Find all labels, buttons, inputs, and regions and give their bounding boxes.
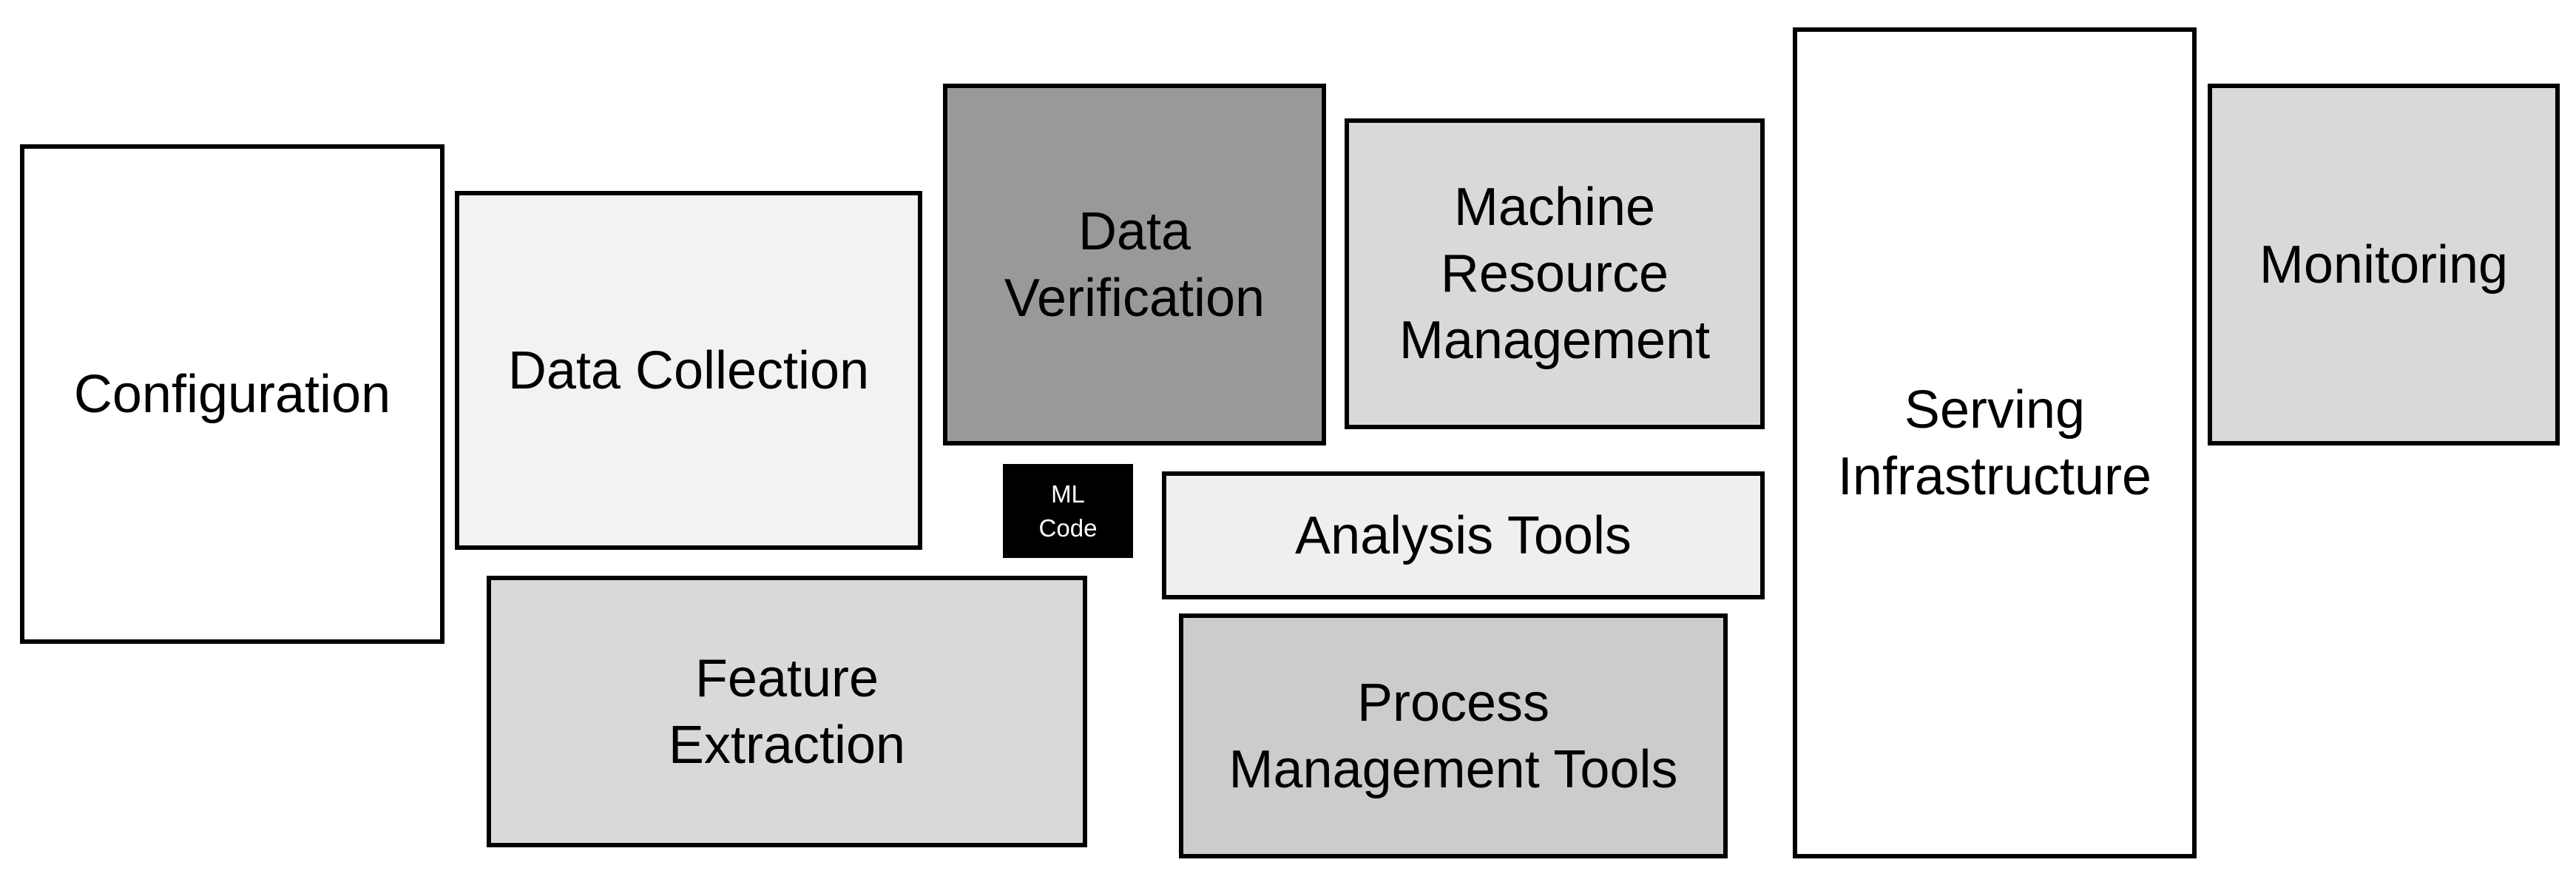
data-collection-label: Data Collection	[507, 340, 870, 400]
data-collection-box: Data Collection	[455, 191, 922, 550]
feature-extraction-label: Feature Extraction	[668, 648, 906, 775]
data-verification-box: Data Verification	[943, 84, 1326, 445]
machine-resource-management-label: Machine Resource Management	[1399, 178, 1711, 370]
configuration-label: Configuration	[73, 364, 391, 424]
ml-code-box: ML Code	[1003, 464, 1133, 558]
monitoring-label: Monitoring	[2259, 235, 2509, 295]
process-management-tools-box: Process Management Tools	[1179, 613, 1728, 858]
serving-infrastructure-label: Serving Infrastructure	[1837, 380, 2152, 506]
monitoring-box: Monitoring	[2208, 84, 2560, 445]
feature-extraction-box: Feature Extraction	[487, 576, 1087, 847]
analysis-tools-box: Analysis Tools	[1162, 471, 1765, 599]
configuration-box: Configuration	[20, 144, 444, 644]
serving-infrastructure-box: Serving Infrastructure	[1793, 27, 2197, 858]
machine-resource-management-box: Machine Resource Management	[1345, 118, 1765, 429]
process-management-tools-label: Process Management Tools	[1228, 673, 1678, 799]
ml-code-label: ML Code	[1038, 480, 1098, 542]
data-verification-label: Data Verification	[1004, 201, 1265, 328]
analysis-tools-label: Analysis Tools	[1295, 505, 1632, 565]
